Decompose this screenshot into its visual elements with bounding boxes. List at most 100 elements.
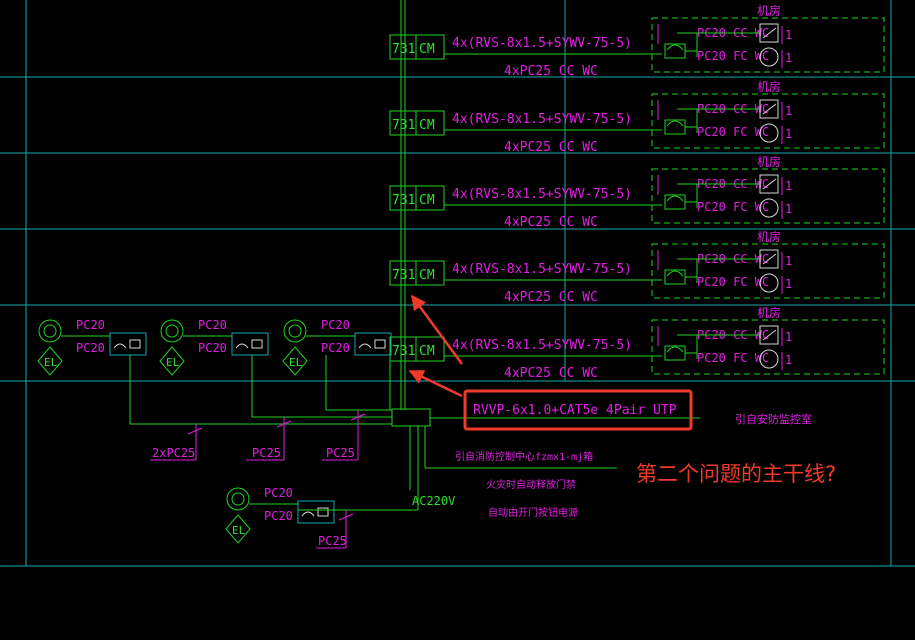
junction-box[interactable] — [389, 34, 445, 60]
room-boundary — [651, 319, 885, 375]
push-button-icon — [759, 47, 779, 67]
box-code: CM — [419, 268, 435, 283]
cable-spec: 4x(RVS-8x1.5+SYWV-75-5) — [452, 262, 632, 277]
conduit-label-pc25: PC25 — [252, 446, 281, 460]
camera-icon — [160, 319, 184, 343]
floor-row: 731 CM 4x(RVS-8x1.5+SYWV-75-5) 4xPC25 CC… — [389, 154, 885, 230]
card-reader-icon — [664, 269, 697, 285]
annotation-arrow — [408, 369, 463, 398]
annotation-arrow — [410, 294, 464, 365]
trunk-junction-box[interactable] — [391, 408, 431, 427]
box-number: 731 — [392, 118, 415, 133]
el-station: EL PC20 PC20 — [37, 318, 147, 424]
mark-top: 1 — [785, 254, 792, 268]
junction-box[interactable] — [389, 260, 445, 286]
box-code: CM — [419, 193, 435, 208]
conduit-label-pc25: PC25 — [326, 446, 355, 460]
box-number: 731 — [392, 193, 415, 208]
room-label: 机房 — [757, 154, 781, 169]
trunk-source-label: 引自安防监控室 — [735, 412, 812, 426]
el-label: EL — [289, 356, 303, 369]
outlet-bottom-label: PC20 FC WC — [697, 351, 769, 365]
pc-bottom-label: PC20 — [198, 341, 227, 355]
conduit-spec: 4xPC25 CC WC — [504, 64, 598, 79]
conduit-label-pc25: PC25 — [318, 534, 347, 548]
card-reader-icon — [664, 43, 697, 59]
mark-bottom: 1 — [785, 202, 792, 216]
mark-top: 1 — [785, 330, 792, 344]
ac-power-label: AC220V — [412, 494, 455, 508]
el-station: EL PC20 PC20 — [159, 318, 269, 417]
floor-row: 731 CM 4x(RVS-8x1.5+SYWV-75-5) 4xPC25 CC… — [389, 305, 885, 381]
room-boundary — [651, 17, 885, 73]
floor-row: 731 CM 4x(RVS-8x1.5+SYWV-75-5) 4xPC25 CC… — [389, 3, 885, 79]
push-button-icon — [759, 198, 779, 218]
floor-row: 731 CM 4x(RVS-8x1.5+SYWV-75-5) 4xPC25 CC… — [389, 229, 885, 305]
pc-bottom-label: PC20 — [76, 341, 105, 355]
outlet-bottom-label: PC20 FC WC — [697, 125, 769, 139]
pc-bottom-label: PC20 — [321, 341, 350, 355]
pc-bottom-label: PC20 — [264, 509, 293, 523]
reader-box — [109, 332, 147, 356]
mark-top: 1 — [785, 28, 792, 42]
exit-button-power-label: 自动由开门按钮电源 — [488, 506, 578, 519]
el-station: EL PC20 PC20 — [225, 486, 335, 544]
pc-top-label: PC20 — [76, 318, 105, 332]
mark-top: 1 — [785, 179, 792, 193]
el-diamond-icon — [225, 514, 251, 544]
fire-release-label: 火灾时自动释放门禁 — [486, 478, 576, 491]
cable-spec: 4x(RVS-8x1.5+SYWV-75-5) — [452, 338, 632, 353]
box-code: CM — [419, 344, 435, 359]
conduit-leaders — [150, 410, 366, 549]
mark-top: 1 — [785, 104, 792, 118]
box-number: 731 — [392, 42, 415, 57]
camera-icon — [38, 319, 62, 343]
room-label: 机房 — [757, 79, 781, 94]
room-label: 机房 — [757, 3, 781, 18]
mark-bottom: 1 — [785, 51, 792, 65]
junction-box[interactable] — [389, 110, 445, 136]
vertical-riser — [400, 0, 406, 410]
el-diamond-icon — [159, 346, 185, 376]
mark-bottom: 1 — [785, 127, 792, 141]
pc-top-label: PC20 — [321, 318, 350, 332]
junction-box[interactable] — [389, 336, 445, 362]
floor-row: 731 CM 4x(RVS-8x1.5+SYWV-75-5) 4xPC25 CC… — [389, 79, 885, 155]
conduit-label-2xpc25: 2xPC25 — [152, 446, 195, 460]
conduit-spec: 4xPC25 CC WC — [504, 140, 598, 155]
el-label: EL — [232, 524, 246, 537]
el-label: EL — [44, 356, 58, 369]
reader-box — [297, 500, 335, 524]
pc-top-label: PC20 — [264, 486, 293, 500]
mark-bottom: 1 — [785, 277, 792, 291]
room-label: 机房 — [757, 229, 781, 244]
highlight-box — [463, 389, 693, 431]
conduit-spec: 4xPC25 CC WC — [504, 215, 598, 230]
room-boundary — [651, 243, 885, 299]
trunk-spec-label: RVVP-6x1.0+CAT5e 4Pair UTP — [473, 403, 677, 418]
annotation-question: 第二个问题的主干线? — [636, 462, 836, 486]
fire-feed-label: 引自消防控制中心fzmx1-mj箱 — [455, 450, 593, 463]
room-label: 机房 — [757, 305, 781, 320]
card-reader-icon — [664, 194, 697, 210]
conduit-spec: 4xPC25 CC WC — [504, 290, 598, 305]
reader-box — [231, 332, 269, 356]
camera-icon — [283, 319, 307, 343]
mark-bottom: 1 — [785, 353, 792, 367]
el-diamond-icon — [282, 346, 308, 376]
reader-box — [354, 332, 392, 356]
frame-lines — [0, 0, 915, 567]
room-boundary — [651, 93, 885, 149]
card-reader-icon — [664, 119, 697, 135]
outlet-bottom-label: PC20 FC WC — [697, 49, 769, 63]
cable-spec: 4x(RVS-8x1.5+SYWV-75-5) — [452, 112, 632, 127]
el-diamond-icon — [37, 346, 63, 376]
box-code: CM — [419, 42, 435, 57]
room-boundary — [651, 168, 885, 224]
push-button-icon — [759, 273, 779, 293]
box-number: 731 — [392, 268, 415, 283]
box-code: CM — [419, 118, 435, 133]
junction-box[interactable] — [389, 185, 445, 211]
